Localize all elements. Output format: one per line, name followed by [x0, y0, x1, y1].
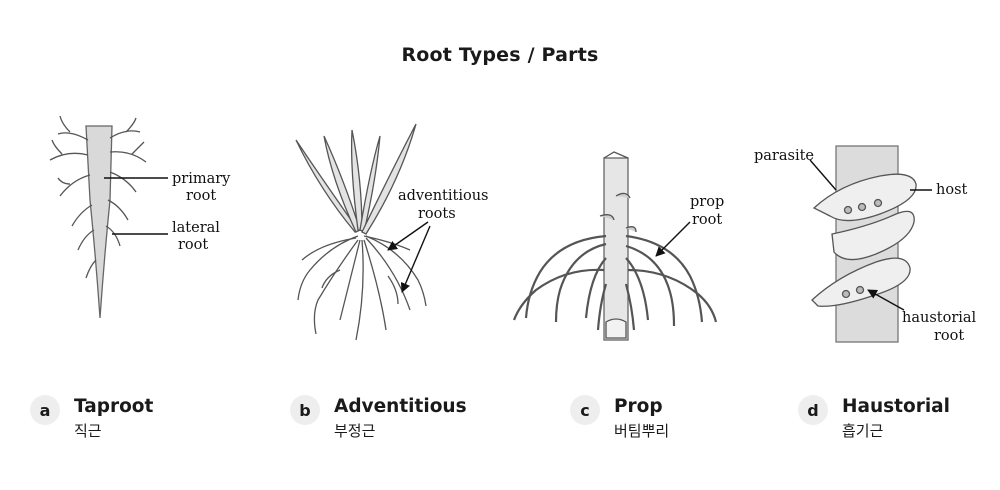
caption-name: Adventitious [334, 396, 467, 417]
caption-adventitious: b Adventitious 부정근 [290, 395, 467, 441]
caption-name: Prop [614, 396, 663, 417]
caption-name: Taproot [74, 396, 154, 417]
label-haustorial: haustorial [902, 310, 977, 326]
label-primary-root: root [186, 188, 216, 204]
prop-root-illustration [512, 151, 718, 341]
caption-name: Haustorial [842, 396, 950, 417]
panel-letter-badge: c [570, 395, 600, 425]
label-parasite: parasite [754, 148, 814, 164]
label-adventitious-roots: roots [418, 206, 456, 222]
label-prop: prop [690, 194, 724, 210]
caption-prop: c Prop 버팀뿌리 [570, 395, 669, 441]
panel-letter-badge: b [290, 395, 320, 425]
adventitious-leader-1 [387, 221, 429, 251]
parasite-leader [809, 159, 837, 191]
adventitious-illustration [295, 123, 427, 341]
prop-root-leader [655, 221, 691, 257]
caption-korean: 부정근 [334, 422, 376, 440]
label-primary: primary [172, 171, 231, 187]
label-prop-root: root [692, 212, 722, 228]
taproot-illustration [49, 115, 147, 319]
haustorial-illustration [811, 145, 917, 343]
caption-korean: 흡기근 [842, 422, 884, 440]
page-title: Root Types / Parts [401, 44, 599, 66]
adventitious-leader-2 [400, 225, 431, 293]
label-haustorial-root: root [934, 328, 964, 344]
label-adventitious: adventitious [398, 188, 488, 204]
label-lateral: lateral [172, 220, 220, 236]
label-host: host [936, 182, 968, 198]
caption-korean: 직근 [74, 422, 102, 440]
caption-taproot: a Taproot 직근 [30, 395, 153, 441]
panel-letter-badge: a [30, 395, 60, 425]
caption-haustorial: d Haustorial 흡기근 [798, 395, 950, 441]
panel-letter-badge: d [798, 395, 828, 425]
caption-korean: 버팀뿌리 [614, 422, 670, 440]
label-lateral-root: root [178, 237, 208, 253]
haustorial-root-leader [867, 289, 905, 311]
